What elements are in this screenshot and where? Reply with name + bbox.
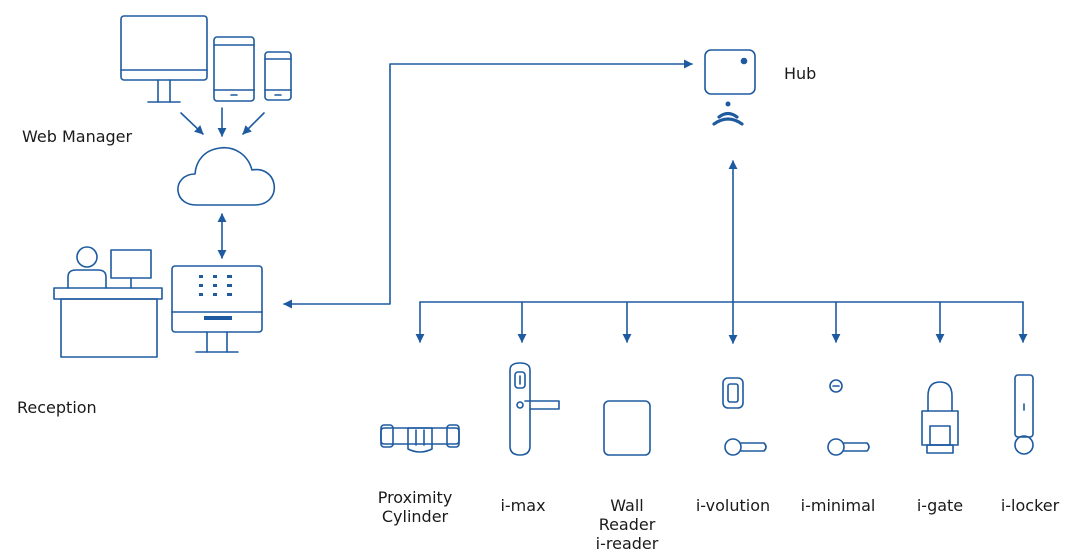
terminal-screen-icons bbox=[199, 275, 232, 296]
wifi-icon bbox=[712, 101, 744, 126]
proximity-cylinder-icon bbox=[380, 424, 460, 453]
i-max-handle-icon bbox=[509, 362, 560, 456]
hub-icon bbox=[704, 49, 756, 95]
device-label-line: Wall bbox=[610, 496, 644, 515]
device-label-i-minimal: i-minimal bbox=[800, 496, 876, 515]
i-gate-padlock-icon bbox=[921, 381, 959, 454]
i-locker-icon bbox=[1014, 374, 1034, 455]
smartphone-icon bbox=[264, 51, 292, 101]
device-label-line: Reader bbox=[598, 515, 656, 534]
reception-hub-link bbox=[283, 59, 693, 309]
device-label-i-max: i-max bbox=[500, 496, 546, 515]
hub-label: Hub bbox=[784, 64, 817, 83]
device-label-i-locker: i-locker bbox=[1000, 496, 1060, 515]
reception-terminal-icon bbox=[171, 265, 263, 353]
web-manager-label: Web Manager bbox=[22, 127, 133, 146]
wall-reader-icon bbox=[603, 400, 651, 456]
device-label-line: i-reader bbox=[595, 534, 659, 553]
cloud-icon bbox=[177, 146, 276, 206]
device-label-line: Cylinder bbox=[381, 507, 449, 526]
reception-label: Reception bbox=[17, 398, 97, 417]
device-drop-arrows bbox=[415, 301, 1028, 343]
reception-desk-icon bbox=[53, 246, 163, 358]
device-to-cloud-arrows bbox=[180, 107, 265, 137]
device-label-proximity-cylinder: Proximity Cylinder bbox=[360, 488, 470, 526]
tablet-icon bbox=[213, 36, 255, 102]
device-label-line: Proximity bbox=[377, 488, 453, 507]
device-label-i-volution: i-volution bbox=[695, 496, 771, 515]
device-label-i-gate: i-gate bbox=[916, 496, 964, 515]
i-minimal-icon bbox=[827, 379, 870, 456]
desktop-monitor-icon bbox=[120, 15, 208, 103]
device-label-wall-reader: Wall Reader i-reader bbox=[572, 496, 682, 553]
i-volution-icon bbox=[722, 377, 767, 456]
